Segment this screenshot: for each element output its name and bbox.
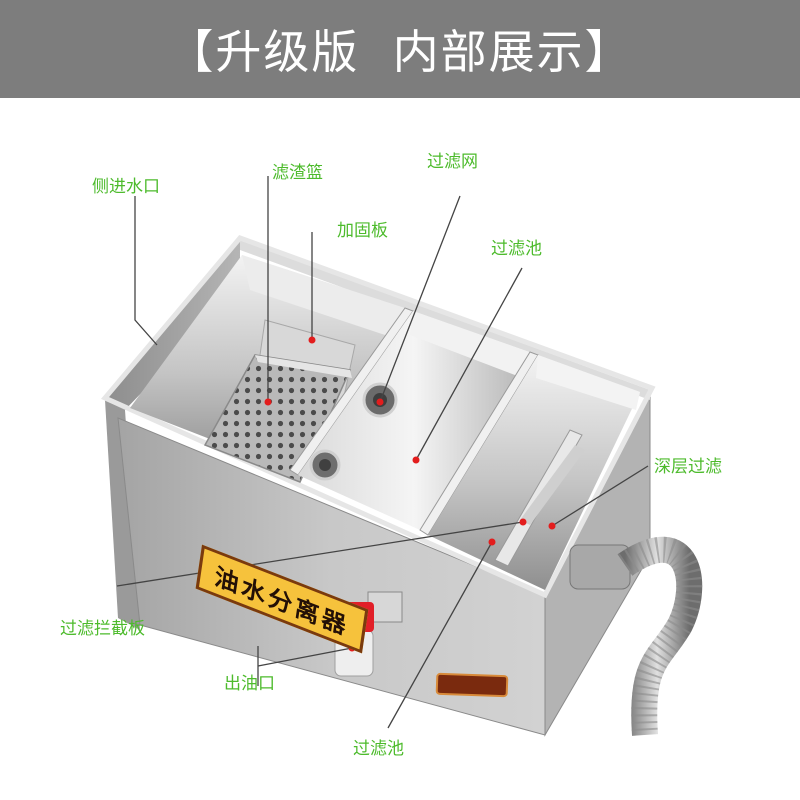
callout-filter-basket: 滤渣篮 <box>272 163 323 183</box>
callout-leader-lines <box>116 176 649 729</box>
brand-plate <box>435 672 509 698</box>
compartment-filter-chamber <box>298 311 530 530</box>
callout-side-inlet: 侧进水口 <box>92 177 160 197</box>
callout-filter-barrier-plate: 过滤拦截板 <box>60 619 145 639</box>
drain-hose <box>569 536 703 736</box>
compartment-deep-filter <box>428 355 640 590</box>
header-banner: 【升级版 内部展示】 <box>0 0 800 98</box>
tank-left-wall <box>105 240 240 630</box>
compartment-basket-chamber <box>130 255 405 483</box>
callout-filter-tank-lower: 过滤池 <box>353 739 404 759</box>
callout-deep-filtration: 深层过滤 <box>654 457 722 477</box>
callout-filter-mesh: 过滤网 <box>427 152 478 172</box>
page-title: 【升级版 内部展示】 <box>167 25 633 79</box>
callout-filter-tank-upper: 过滤池 <box>491 239 542 259</box>
callout-oil-outlet: 出油口 <box>224 674 275 694</box>
grease-trap-illustration <box>100 176 703 737</box>
callout-reinforcement-plate: 加固板 <box>337 221 388 241</box>
product-scene: 油水分离器 侧进水口 滤渣篮 加固板 过滤网 过滤池 深层过滤 过滤拦截板 出油… <box>0 98 800 800</box>
tank-top-rim <box>100 235 656 599</box>
